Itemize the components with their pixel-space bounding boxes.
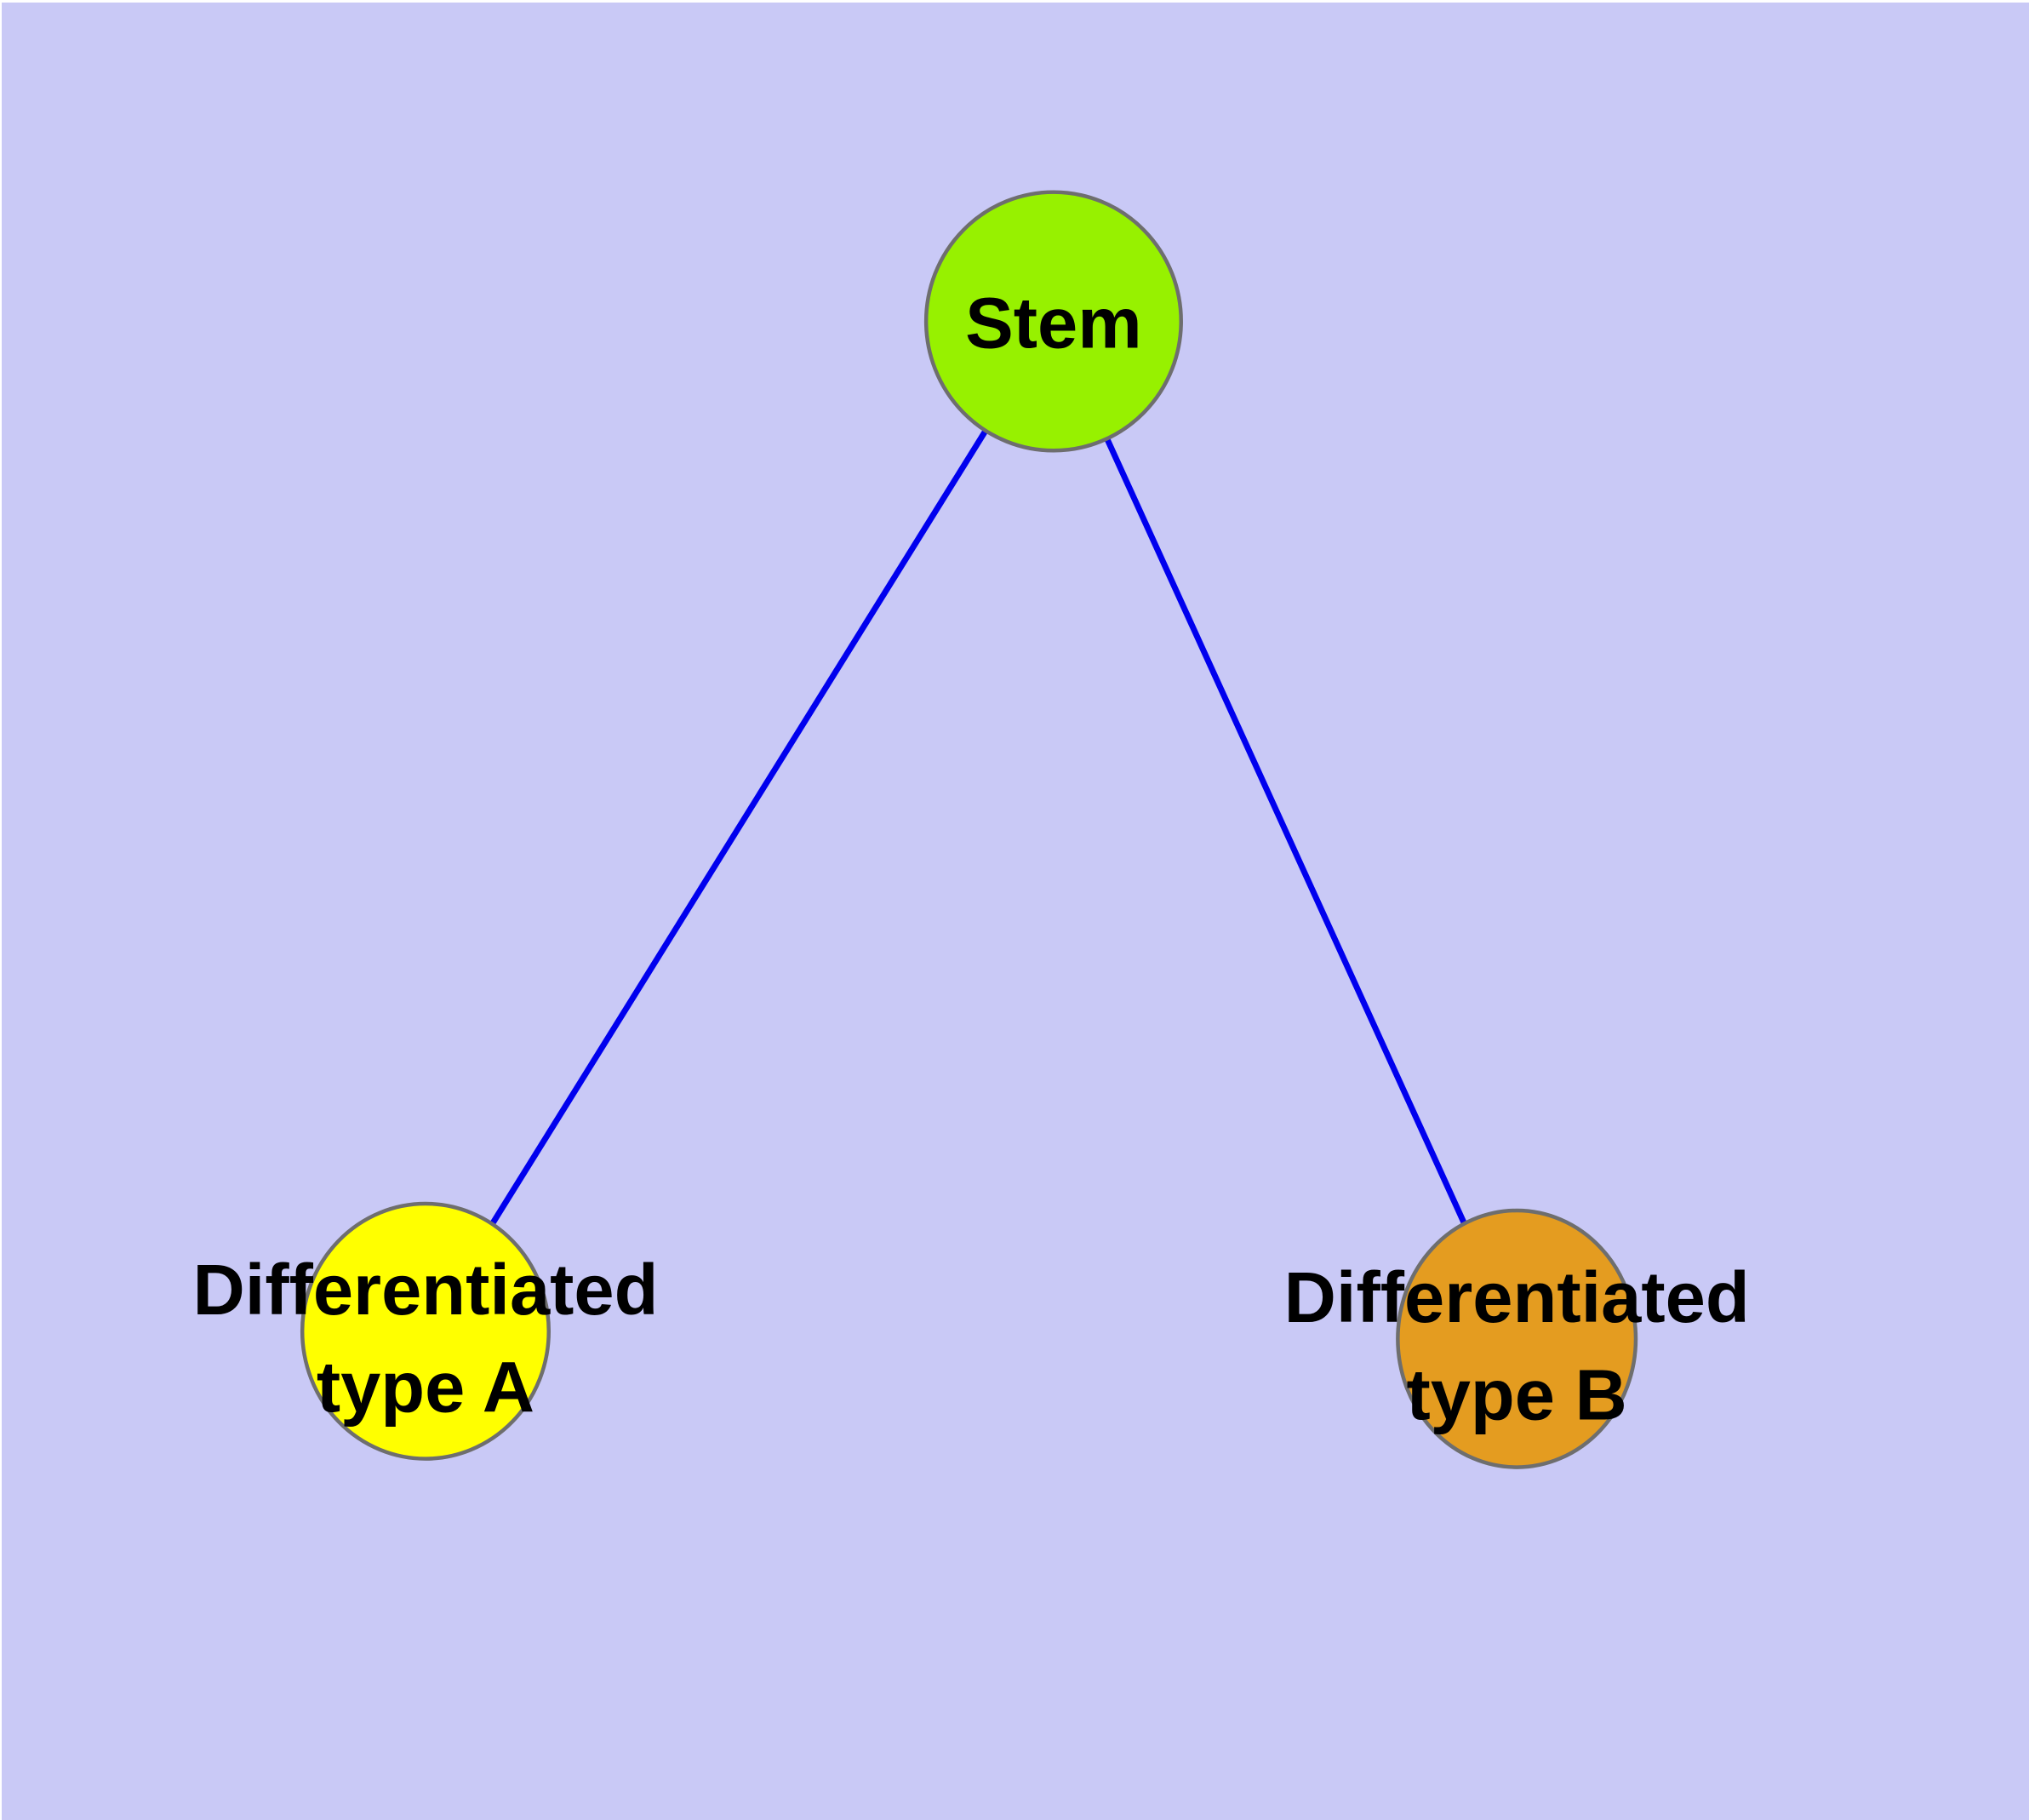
node-circle-stem [923, 190, 1183, 453]
label-line: Stem [965, 282, 1142, 363]
node-diff-b: Differentiated type B [1284, 1208, 1750, 1469]
label-line: Differentiated [1284, 1256, 1750, 1337]
node-circle-diff-b [1396, 1208, 1638, 1469]
node-label-stem: Stem [965, 282, 1142, 363]
label-line: type B [1406, 1354, 1626, 1435]
edge-stem-diff-b [1050, 320, 1520, 1341]
node-circle-diff-a [300, 1201, 552, 1461]
node-stem: Stem [923, 190, 1183, 453]
edge-stem-diff-a [423, 319, 1056, 1333]
label-line: type A [317, 1347, 534, 1428]
label-line: Differentiated [192, 1249, 658, 1330]
node-label-diff-b: Differentiated type B [1284, 1256, 1750, 1435]
node-diff-a: Differentiated type A [192, 1201, 658, 1461]
node-label-diff-a: Differentiated type A [192, 1249, 658, 1428]
